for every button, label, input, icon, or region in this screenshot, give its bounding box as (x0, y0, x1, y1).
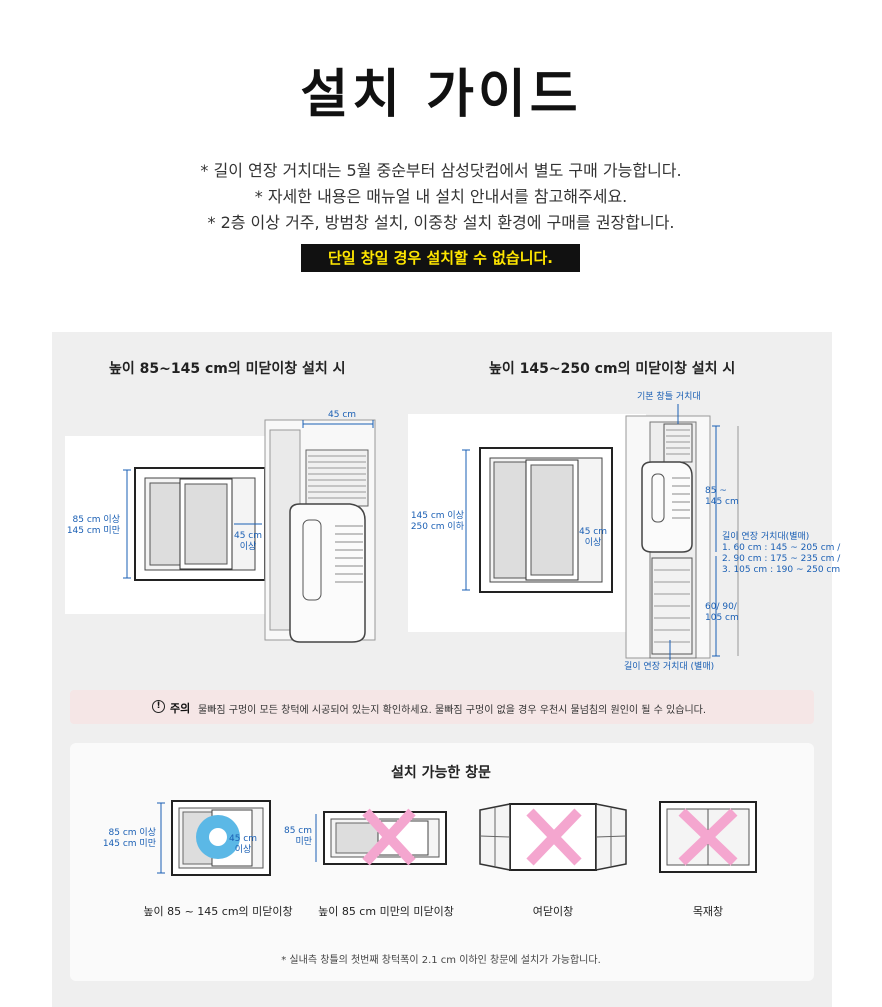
extension-options: 길이 연장 거치대(별매) 1. 60 cm : 145 ~ 205 cm / … (722, 532, 841, 575)
window1-caption: 높이 85 ~ 145 cm의 미닫이창 (143, 905, 293, 918)
note-3: * 2층 이상 거주, 방범창 설치, 이중창 설치 환경에 구매를 권장합니다… (207, 213, 675, 232)
extension-stand-label: 길이 연장 거치대 (별매) (624, 662, 715, 672)
note-1: * 길이 연장 거치대는 5월 중순부터 삼성닷컴에서 별도 구매 가능합니다. (200, 161, 682, 180)
left-width-label: 45 cm (328, 410, 357, 420)
window-wooden (659, 801, 757, 873)
footnote: * 실내측 창틀의 첫번째 창턱폭이 2.1 cm 이하인 창문에 설치가 가능… (281, 955, 601, 966)
caution-head: 주의 (170, 702, 191, 715)
left-height-label: 85 cm 이상 145 cm 미만 (66, 515, 120, 536)
note-2: * 자세한 내용은 매뉴얼 내 설치 안내서를 참고해주세요. (254, 187, 628, 206)
window-allowed (157, 800, 271, 876)
window3-caption: 여닫이창 (532, 905, 574, 918)
window1-inner-label: 45 cm 이상 (228, 834, 258, 855)
left-diagram-title: 높이 85~145 cm의 미닫이창 설치 시 (109, 361, 346, 377)
upper-range-label: 85 ~ 145 cm (705, 486, 739, 507)
caution-text: 물빠짐 구멍이 모든 창턱에 시공되어 있는지 확인하세요. 물빠짐 구멍이 없… (198, 705, 707, 716)
left-inner-label: 45 cm 이상 (233, 531, 263, 552)
lower-range-label: 60/ 90/ 105 cm (705, 602, 739, 623)
exclamation-circle-icon: ! (152, 700, 165, 713)
warning-banner: 단일 창일 경우 설치할 수 없습니다. (301, 244, 580, 272)
window-short (315, 808, 447, 866)
right-height-label: 145 cm 이상 250 cm 이하 (410, 511, 464, 532)
window2-dim-label: 85 cm 미만 (283, 826, 312, 847)
window4-caption: 목재창 (692, 905, 724, 918)
right-diagram-title: 높이 145~250 cm의 미닫이창 설치 시 (489, 361, 736, 377)
windows-title: 설치 가능한 창문 (391, 765, 491, 781)
window2-caption: 높이 85 cm 미만의 미닫이창 (318, 905, 454, 918)
window1-dim-label: 85 cm 이상 145 cm 미만 (102, 828, 156, 849)
caution-bar: ! 주의 물빠짐 구멍이 모든 창턱에 시공되어 있는지 확인하세요. 물빠짐 … (70, 690, 814, 724)
window-casement (479, 803, 627, 871)
page-title: 설치 가이드 (300, 65, 582, 125)
basic-stand-label: 기본 창틀 거치대 (637, 392, 701, 402)
notes: * 길이 연장 거치대는 5월 중순부터 삼성닷컴에서 별도 구매 가능합니다.… (0, 158, 882, 236)
right-inner-label: 45 cm 이상 (578, 527, 608, 548)
